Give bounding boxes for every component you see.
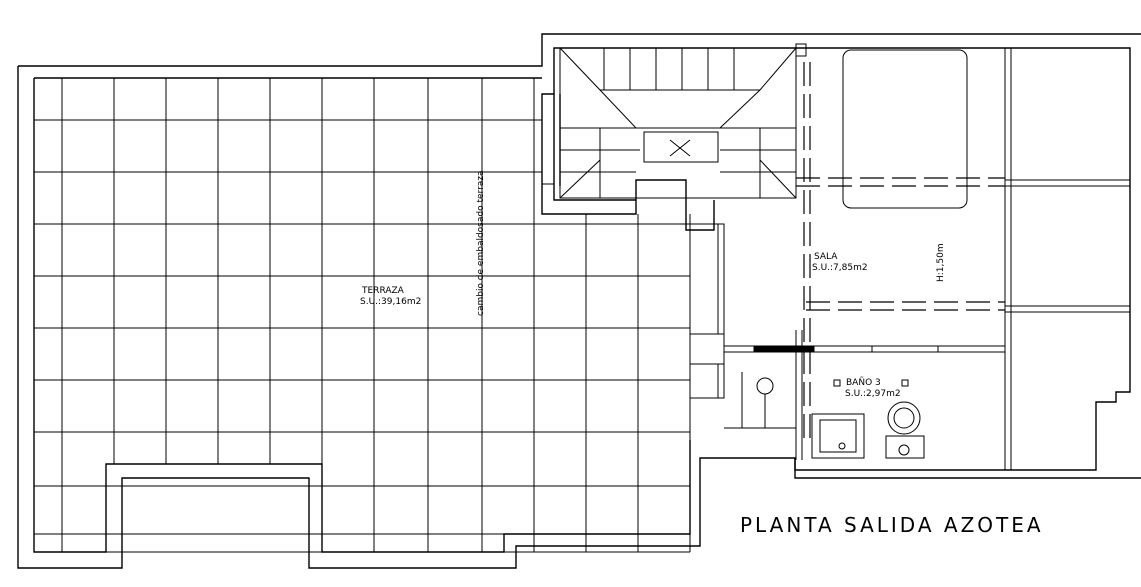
tiling-change-note: cambio de embaldosado terraza <box>476 170 486 316</box>
sala-label: SALA <box>814 252 838 262</box>
bano-label: BAÑO 3 <box>846 377 881 388</box>
terraza-label: TERRAZA <box>361 286 405 296</box>
staircase <box>559 47 797 199</box>
inner-wall <box>33 47 1131 553</box>
sala-surface: S.U.:7,85m2 <box>812 263 868 273</box>
windows <box>541 93 725 399</box>
plan-title: PLANTA SALIDA AZOTEA <box>740 513 1044 537</box>
hidden-lines <box>796 62 1005 440</box>
sliding-partition <box>724 43 1005 460</box>
stair-wall <box>553 94 636 201</box>
terrace-tile-grid <box>33 77 691 553</box>
sala-furniture <box>842 48 1130 470</box>
bano-surface: S.U.:2,97m2 <box>845 389 901 399</box>
terraza-surface: S.U.:39,16m2 <box>360 297 421 307</box>
height-note: H:1,50m <box>936 243 946 282</box>
outer-wall <box>17 33 1141 569</box>
bathroom-fixtures <box>724 372 925 459</box>
